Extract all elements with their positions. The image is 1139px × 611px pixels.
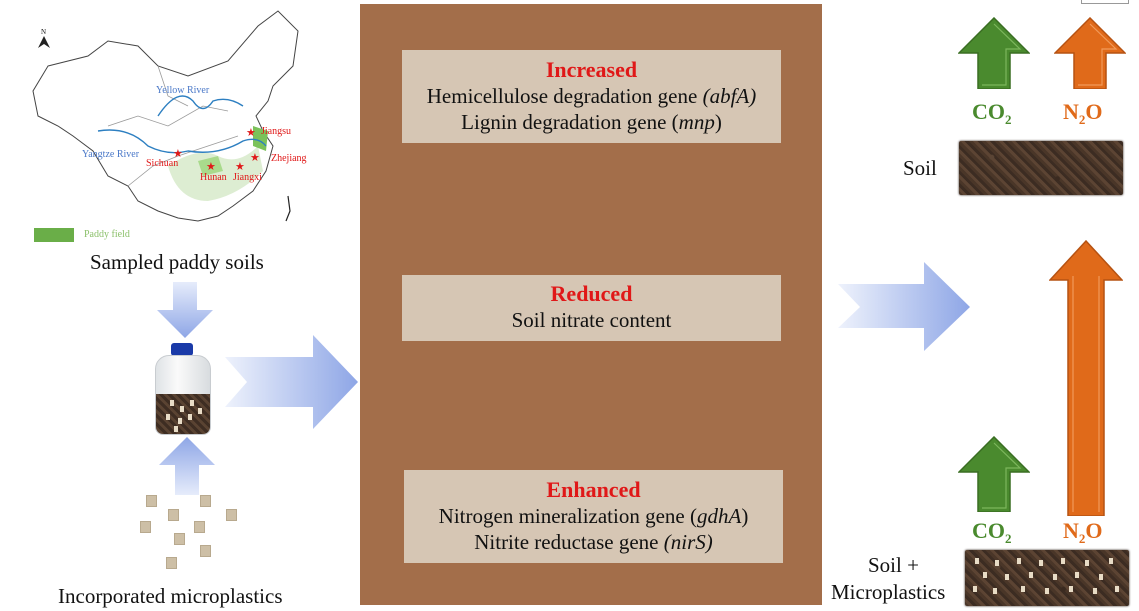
china-map-outline	[32, 10, 299, 222]
flow-arrow-to-outcomes-icon	[838, 262, 970, 351]
soil-block-control	[959, 141, 1123, 195]
effect-heading: Increased	[545, 57, 638, 82]
soil-microplastics-label-line1: Soil +	[868, 553, 919, 577]
effect-line: Hemicellulose degradation gene (abfA)	[426, 84, 757, 108]
flow-arrow-to-panel-icon	[225, 335, 358, 429]
down-arrow-icon	[157, 282, 213, 338]
effects-panel: Increased Hemicellulose degradation gene…	[360, 4, 822, 605]
site-label-jiangxi: Jiangxi	[233, 172, 262, 183]
n2o-label-treatment: N2O	[1063, 518, 1103, 546]
legend-swatch-paddy	[34, 228, 74, 242]
bottle-body	[155, 355, 211, 435]
co2-arrow-control-icon	[958, 17, 1030, 89]
n2o-label-control: N2O	[1063, 99, 1103, 127]
microplastics-caption: Incorporated microplastics	[58, 584, 283, 608]
effect-line: Soil nitrate content	[511, 308, 672, 332]
bottle-soil	[156, 394, 210, 434]
up-arrow-icon	[159, 437, 215, 495]
north-arrow-label: N	[41, 28, 47, 36]
site-label-hunan: Hunan	[200, 172, 227, 183]
china-map: N Yellow River Yangtze River ★ Jiangsu ★…	[28, 6, 318, 256]
river-label-yangtze: Yangtze River	[82, 149, 140, 160]
effect-box-reduced: Reduced Soil nitrate content	[402, 275, 781, 341]
effect-heading: Enhanced	[546, 477, 641, 502]
legend-label-paddy: Paddy field	[84, 229, 130, 240]
site-star-zhejiang: ★	[250, 152, 260, 164]
site-star-jiangsu: ★	[246, 127, 256, 139]
bottle-cap	[171, 343, 193, 356]
site-label-sichuan: Sichuan	[146, 158, 179, 169]
map-caption: Sampled paddy soils	[90, 250, 264, 274]
microplastic-particles	[140, 495, 240, 575]
site-star-sichuan: ★	[173, 148, 183, 160]
co2-arrow-treatment-icon	[958, 436, 1030, 512]
corner-frame	[1081, 0, 1129, 4]
effect-line: Nitrogen mineralization gene (gdhA)	[438, 504, 749, 528]
incubation-bottle	[153, 343, 211, 435]
effect-heading: Reduced	[550, 281, 633, 306]
effect-box-enhanced: Enhanced Nitrogen mineralization gene (g…	[404, 470, 783, 563]
site-label-zhejiang: Zhejiang	[271, 153, 307, 164]
effect-line: Lignin degradation gene (mnp)	[461, 110, 722, 134]
n2o-arrow-treatment-icon	[1049, 240, 1123, 516]
soil-label-control: Soil	[903, 156, 937, 180]
site-star-jiangxi: ★	[235, 161, 245, 173]
site-label-jiangsu: Jiangsu	[261, 126, 291, 137]
n2o-arrow-control-icon	[1054, 17, 1126, 89]
co2-label-control: CO2	[972, 99, 1012, 127]
effect-box-increased: Increased Hemicellulose degradation gene…	[402, 50, 781, 143]
river-label-yellow: Yellow River	[156, 85, 210, 96]
soil-block-treatment	[965, 550, 1129, 606]
site-star-hunan: ★	[206, 161, 216, 173]
effect-line: Nitrite reductase gene (nirS)	[474, 530, 713, 554]
co2-label-treatment: CO2	[972, 518, 1012, 546]
soil-microplastics-label-line2: Microplastics	[831, 580, 946, 604]
